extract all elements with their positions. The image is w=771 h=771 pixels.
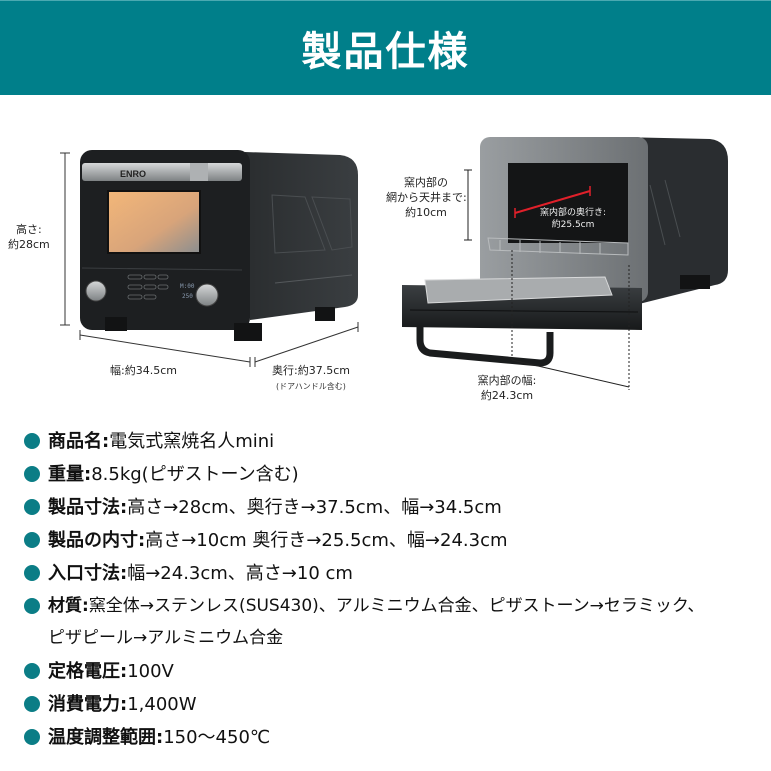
spec-item-material: 材質:窯全体→ステンレス(SUS430)、アルミニウム合金、ピザストーン→セラミ…	[24, 590, 704, 623]
bullet-icon	[24, 565, 40, 581]
oven-exterior-image: ENRO M:00 250	[60, 150, 359, 367]
spec-item-temperature-range: 温度調整範囲:150〜450℃	[24, 721, 270, 754]
oven-interior-figure: 窯内部の 網から天井まで: 約10cm 窯内部の奥行き: 約25.5cm 窯内部…	[380, 125, 771, 410]
oven-interior-image	[402, 137, 728, 390]
bullet-icon	[24, 466, 40, 482]
interior-depth-label: 窯内部の奥行き: 約25.5cm	[540, 208, 607, 230]
height-label: 高さ: 約28cm	[8, 223, 50, 251]
bullet-icon	[24, 729, 40, 745]
svg-text:M:00: M:00	[180, 283, 195, 290]
spec-item-dimensions: 製品寸法:高さ→28cm、奥行き→37.5cm、幅→34.5cm	[24, 491, 502, 524]
width-label: 幅:約34.5cm	[110, 364, 177, 377]
spec-item-material-continuation: ピザピール→アルミニウム合金	[48, 628, 284, 648]
bullet-icon	[24, 499, 40, 515]
page-header: 製品仕様	[0, 0, 771, 95]
bullet-icon	[24, 598, 40, 614]
spec-item-weight: 重量:8.5kg(ピザストーン含む)	[24, 458, 299, 491]
spec-item-entrance-dimensions: 入口寸法:幅→24.3cm、高さ→10 cm	[24, 557, 353, 590]
spec-item-power-consumption: 消費電力:1,400W	[24, 688, 197, 721]
spec-item-product-name: 商品名:電気式窯焼名人mini	[24, 425, 274, 458]
bullet-icon	[24, 532, 40, 548]
bullet-icon	[24, 663, 40, 679]
depth-note: (ドアハンドル含む)	[276, 382, 346, 391]
svg-text:250: 250	[182, 293, 193, 300]
bullet-icon	[24, 696, 40, 712]
depth-label: 奥行:約37.5cm	[272, 364, 350, 377]
interior-width-label: 窯内部の幅: 約24.3cm	[477, 374, 537, 402]
interior-height-label: 窯内部の 網から天井まで: 約10cm	[386, 176, 467, 219]
bullet-icon	[24, 433, 40, 449]
page-title: 製品仕様	[301, 29, 470, 75]
brand-logo: ENRO	[120, 169, 146, 179]
oven-exterior-figure: ENRO M:00 250 高さ: 約28cm 幅:約34.5cm 奥行:約37…	[0, 125, 380, 410]
spec-item-interior-dimensions: 製品の内寸:高さ→10cm 奥行き→25.5cm、幅→24.3cm	[24, 524, 508, 557]
spec-item-rated-voltage: 定格電圧:100V	[24, 655, 174, 688]
